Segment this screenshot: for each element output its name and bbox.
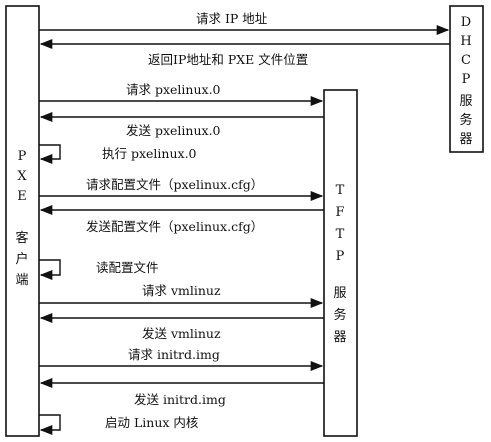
dhcp-server-label-char: 器 (459, 132, 472, 147)
request-vmlinuz-label: 请求 vmlinuz (142, 283, 221, 298)
dhcp-server-label-char: 务 (459, 112, 472, 128)
execute-pxelinux-self-arrow (39, 144, 61, 165)
tftp-server-label: T F T P 服 务 器 (333, 183, 346, 345)
dhcp-server-label-char: 服 (459, 94, 472, 109)
tftp-server-label-char: 服 (333, 286, 346, 301)
tftp-server-label-char: F (335, 205, 344, 220)
pxe-client-label-char: 客 (15, 230, 28, 246)
pxe-client-label-char: E (17, 189, 27, 204)
tftp-server-label-char: T (336, 183, 345, 198)
execute-pxelinux-label: 执行 pxelinux.0 (102, 146, 197, 161)
tftp-server-box (323, 89, 358, 437)
pxe-client-label-char: P (18, 149, 27, 164)
return-ip-label: 返回IP地址和 PXE 文件位置 (148, 52, 308, 67)
dhcp-server-label-char: P (462, 72, 471, 87)
request-ip-label: 请求 IP 地址 (196, 11, 268, 26)
request-initrd-label: 请求 initrd.img (128, 347, 220, 362)
boot-kernel-self-arrow (39, 414, 61, 436)
tftp-server-label-char: 务 (333, 307, 346, 323)
request-pxelinux-label: 请求 pxelinux.0 (126, 82, 221, 97)
pxe-client-label: P X E 客 户 端 (15, 149, 28, 288)
tftp-server-label-char: 器 (333, 330, 346, 345)
read-config-label: 读配置文件 (96, 260, 159, 275)
boot-kernel-label: 启动 Linux 内核 (105, 415, 199, 430)
dhcp-server-label-char: D (461, 15, 471, 30)
read-config-self-arrow (39, 259, 61, 281)
send-vmlinuz-label: 发送 vmlinuz (142, 326, 221, 341)
pxe-client-label-char: X (17, 169, 27, 184)
request-config-label: 请求配置文件（pxelinux.cfg） (86, 177, 263, 192)
pxe-client-label-char: 端 (15, 273, 28, 288)
send-config-label: 发送配置文件（pxelinux.cfg） (86, 219, 263, 234)
dhcp-server-label-char: C (461, 53, 471, 68)
pxe-client-box (5, 5, 40, 437)
dhcp-server-label: D H C P 服 务 器 (459, 15, 472, 147)
pxe-client-label-char: 户 (15, 251, 28, 267)
send-pxelinux-label: 发送 pxelinux.0 (126, 123, 221, 138)
send-initrd-label: 发送 initrd.img (134, 392, 226, 407)
dhcp-server-label-char: H (460, 34, 471, 49)
dhcp-server-box (449, 5, 484, 153)
tftp-server-label-char: T (336, 227, 345, 242)
tftp-server-label-char: P (336, 249, 345, 264)
